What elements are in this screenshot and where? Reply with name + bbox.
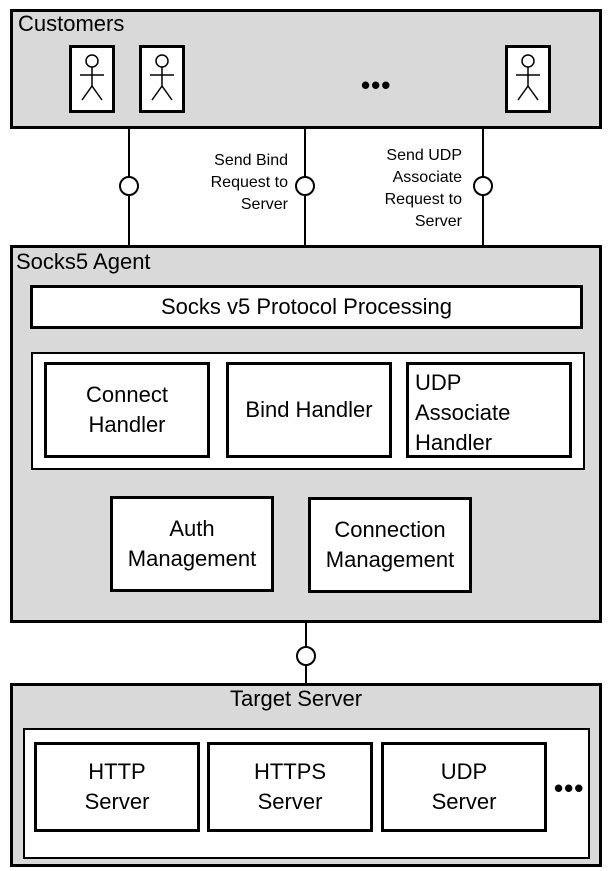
customer-actor-icon bbox=[139, 45, 185, 113]
auth-management-label: Auth Management bbox=[127, 516, 257, 571]
servers-ellipsis: ••• bbox=[554, 773, 585, 803]
bind-handler-label: Bind Handler bbox=[245, 397, 373, 422]
customers-ellipsis: ••• bbox=[361, 70, 392, 100]
udp-interface-circle bbox=[473, 176, 493, 196]
customer-actor-icon bbox=[505, 45, 551, 113]
customer-actor-icon bbox=[69, 45, 115, 113]
connection-management-box: Connection Management bbox=[308, 497, 472, 593]
udp-server-label: UDP Server bbox=[431, 759, 497, 814]
connect-handler-label: Connect Handler bbox=[86, 382, 168, 437]
bind-handler-box: Bind Handler bbox=[226, 362, 392, 458]
udp-associate-handler-box: UDP Associate Handler bbox=[406, 362, 572, 458]
target-server-title: Target Server bbox=[230, 686, 363, 711]
connection-management-label: Connection Management bbox=[325, 517, 455, 572]
agent-title: Socks5 Agent bbox=[16, 249, 151, 274]
https-server-label: HTTPS Server bbox=[253, 759, 327, 814]
customers-title: Customers bbox=[18, 11, 125, 36]
target-interface-circle bbox=[296, 646, 316, 666]
https-server-box: HTTPS Server bbox=[207, 742, 373, 832]
protocol-processing-box: Socks v5 Protocol Processing bbox=[30, 285, 583, 329]
bind-interface-circle bbox=[295, 176, 315, 196]
bind-interface-label: Send Bind Request to Server bbox=[210, 152, 288, 213]
auth-management-box: Auth Management bbox=[110, 496, 274, 592]
connect-handler-box: Connect Handler bbox=[44, 362, 210, 458]
connect-interface-circle bbox=[119, 176, 139, 196]
protocol-processing-label: Socks v5 Protocol Processing bbox=[160, 294, 453, 319]
udp-interface-label: Send UDP Associate Request to Server bbox=[384, 147, 462, 230]
http-server-box: HTTP Server bbox=[34, 742, 200, 832]
udp-associate-handler-label: UDP Associate Handler bbox=[415, 370, 511, 455]
http-server-label: HTTP Server bbox=[84, 759, 150, 814]
udp-server-box: UDP Server bbox=[381, 742, 547, 832]
